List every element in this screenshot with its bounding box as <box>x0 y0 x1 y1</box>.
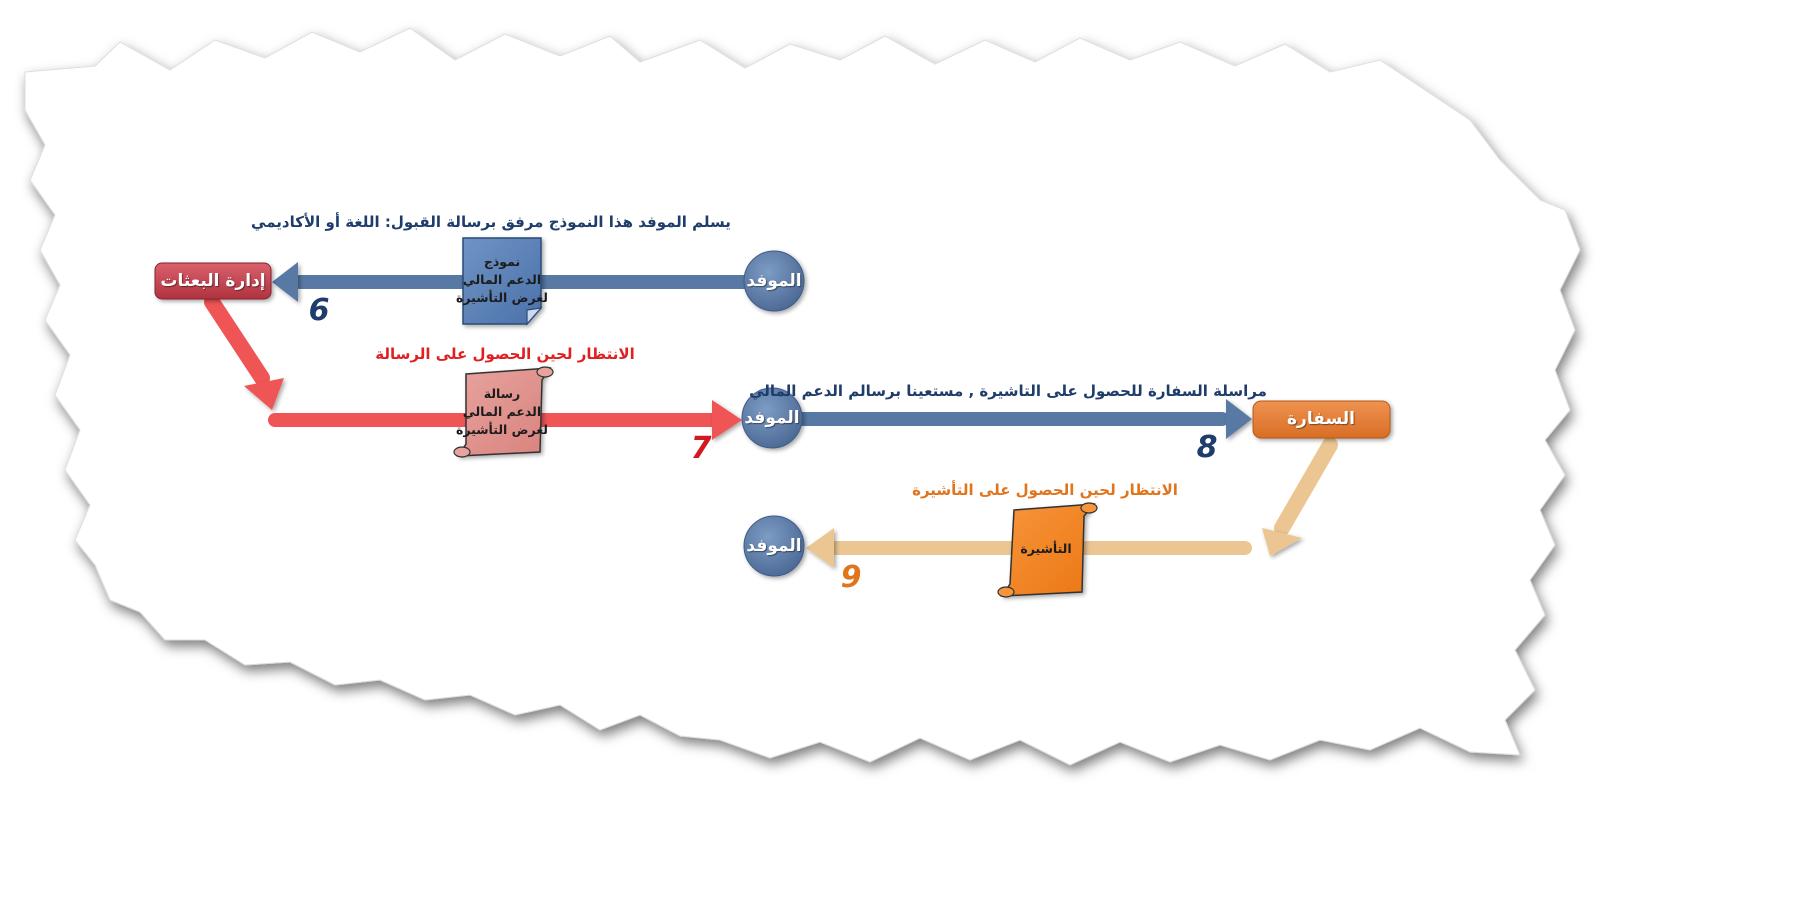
arrow-step9-head <box>806 528 834 568</box>
arrow-step7-drop-head <box>244 378 284 410</box>
envoy-node-mid <box>741 387 803 449</box>
arrow-step9-drop-head <box>1262 528 1302 556</box>
embassy-node-label: السفارة <box>1287 409 1355 429</box>
embassy-node <box>1252 400 1391 439</box>
envoy-node-top <box>743 250 805 312</box>
arrow-step6-head <box>272 262 298 302</box>
visa-scroll-bottom-curl-icon <box>997 586 1015 598</box>
step7-number: 7 <box>690 431 712 466</box>
envoy-node-bottom <box>743 515 805 577</box>
jagged-paper-background <box>24 27 1581 766</box>
arrow-step7-drop-shaft <box>204 294 270 386</box>
arrow-step8-head <box>1226 399 1252 439</box>
admin-node <box>154 262 272 300</box>
step9-number: 9 <box>840 560 862 595</box>
letter-scroll-bottom-curl-icon <box>453 446 471 458</box>
visa-scroll-top-curl-icon <box>1080 502 1098 514</box>
step9-caption: الانتظار لحين الحصول على التأشيرة <box>912 481 1178 499</box>
envoy-top-label: الموفد <box>746 271 802 291</box>
letter-scroll-top-curl-icon <box>536 366 554 378</box>
arrow-step9-drop-shaft <box>1274 437 1338 536</box>
letter-document-label: رسالة الدعم المالي لغرض التأشيرة <box>455 386 549 437</box>
step8-number: 8 <box>1196 430 1218 465</box>
arrow-step7-head <box>712 400 742 440</box>
admin-node-label: إدارة البعثات <box>160 271 266 291</box>
step7-caption: الانتظار لحين الحصول على الرسالة <box>375 345 635 363</box>
form-document-label: نموذج الدعم المالي لغرض التأشيرة <box>455 254 549 305</box>
step8-caption: مراسلة السفارة للحصول على التاشيرة , مست… <box>749 382 1267 400</box>
envoy-bottom-label: الموفد <box>746 536 802 556</box>
envoy-mid-label: الموفد <box>744 408 800 428</box>
visa-document-label: التأشيرة <box>1020 541 1072 556</box>
form-document-fold-icon <box>526 307 543 326</box>
step6-caption: يسلم الموفد هذا النموذج مرفق برسالة القب… <box>251 213 731 231</box>
step6-number: 6 <box>308 293 330 328</box>
